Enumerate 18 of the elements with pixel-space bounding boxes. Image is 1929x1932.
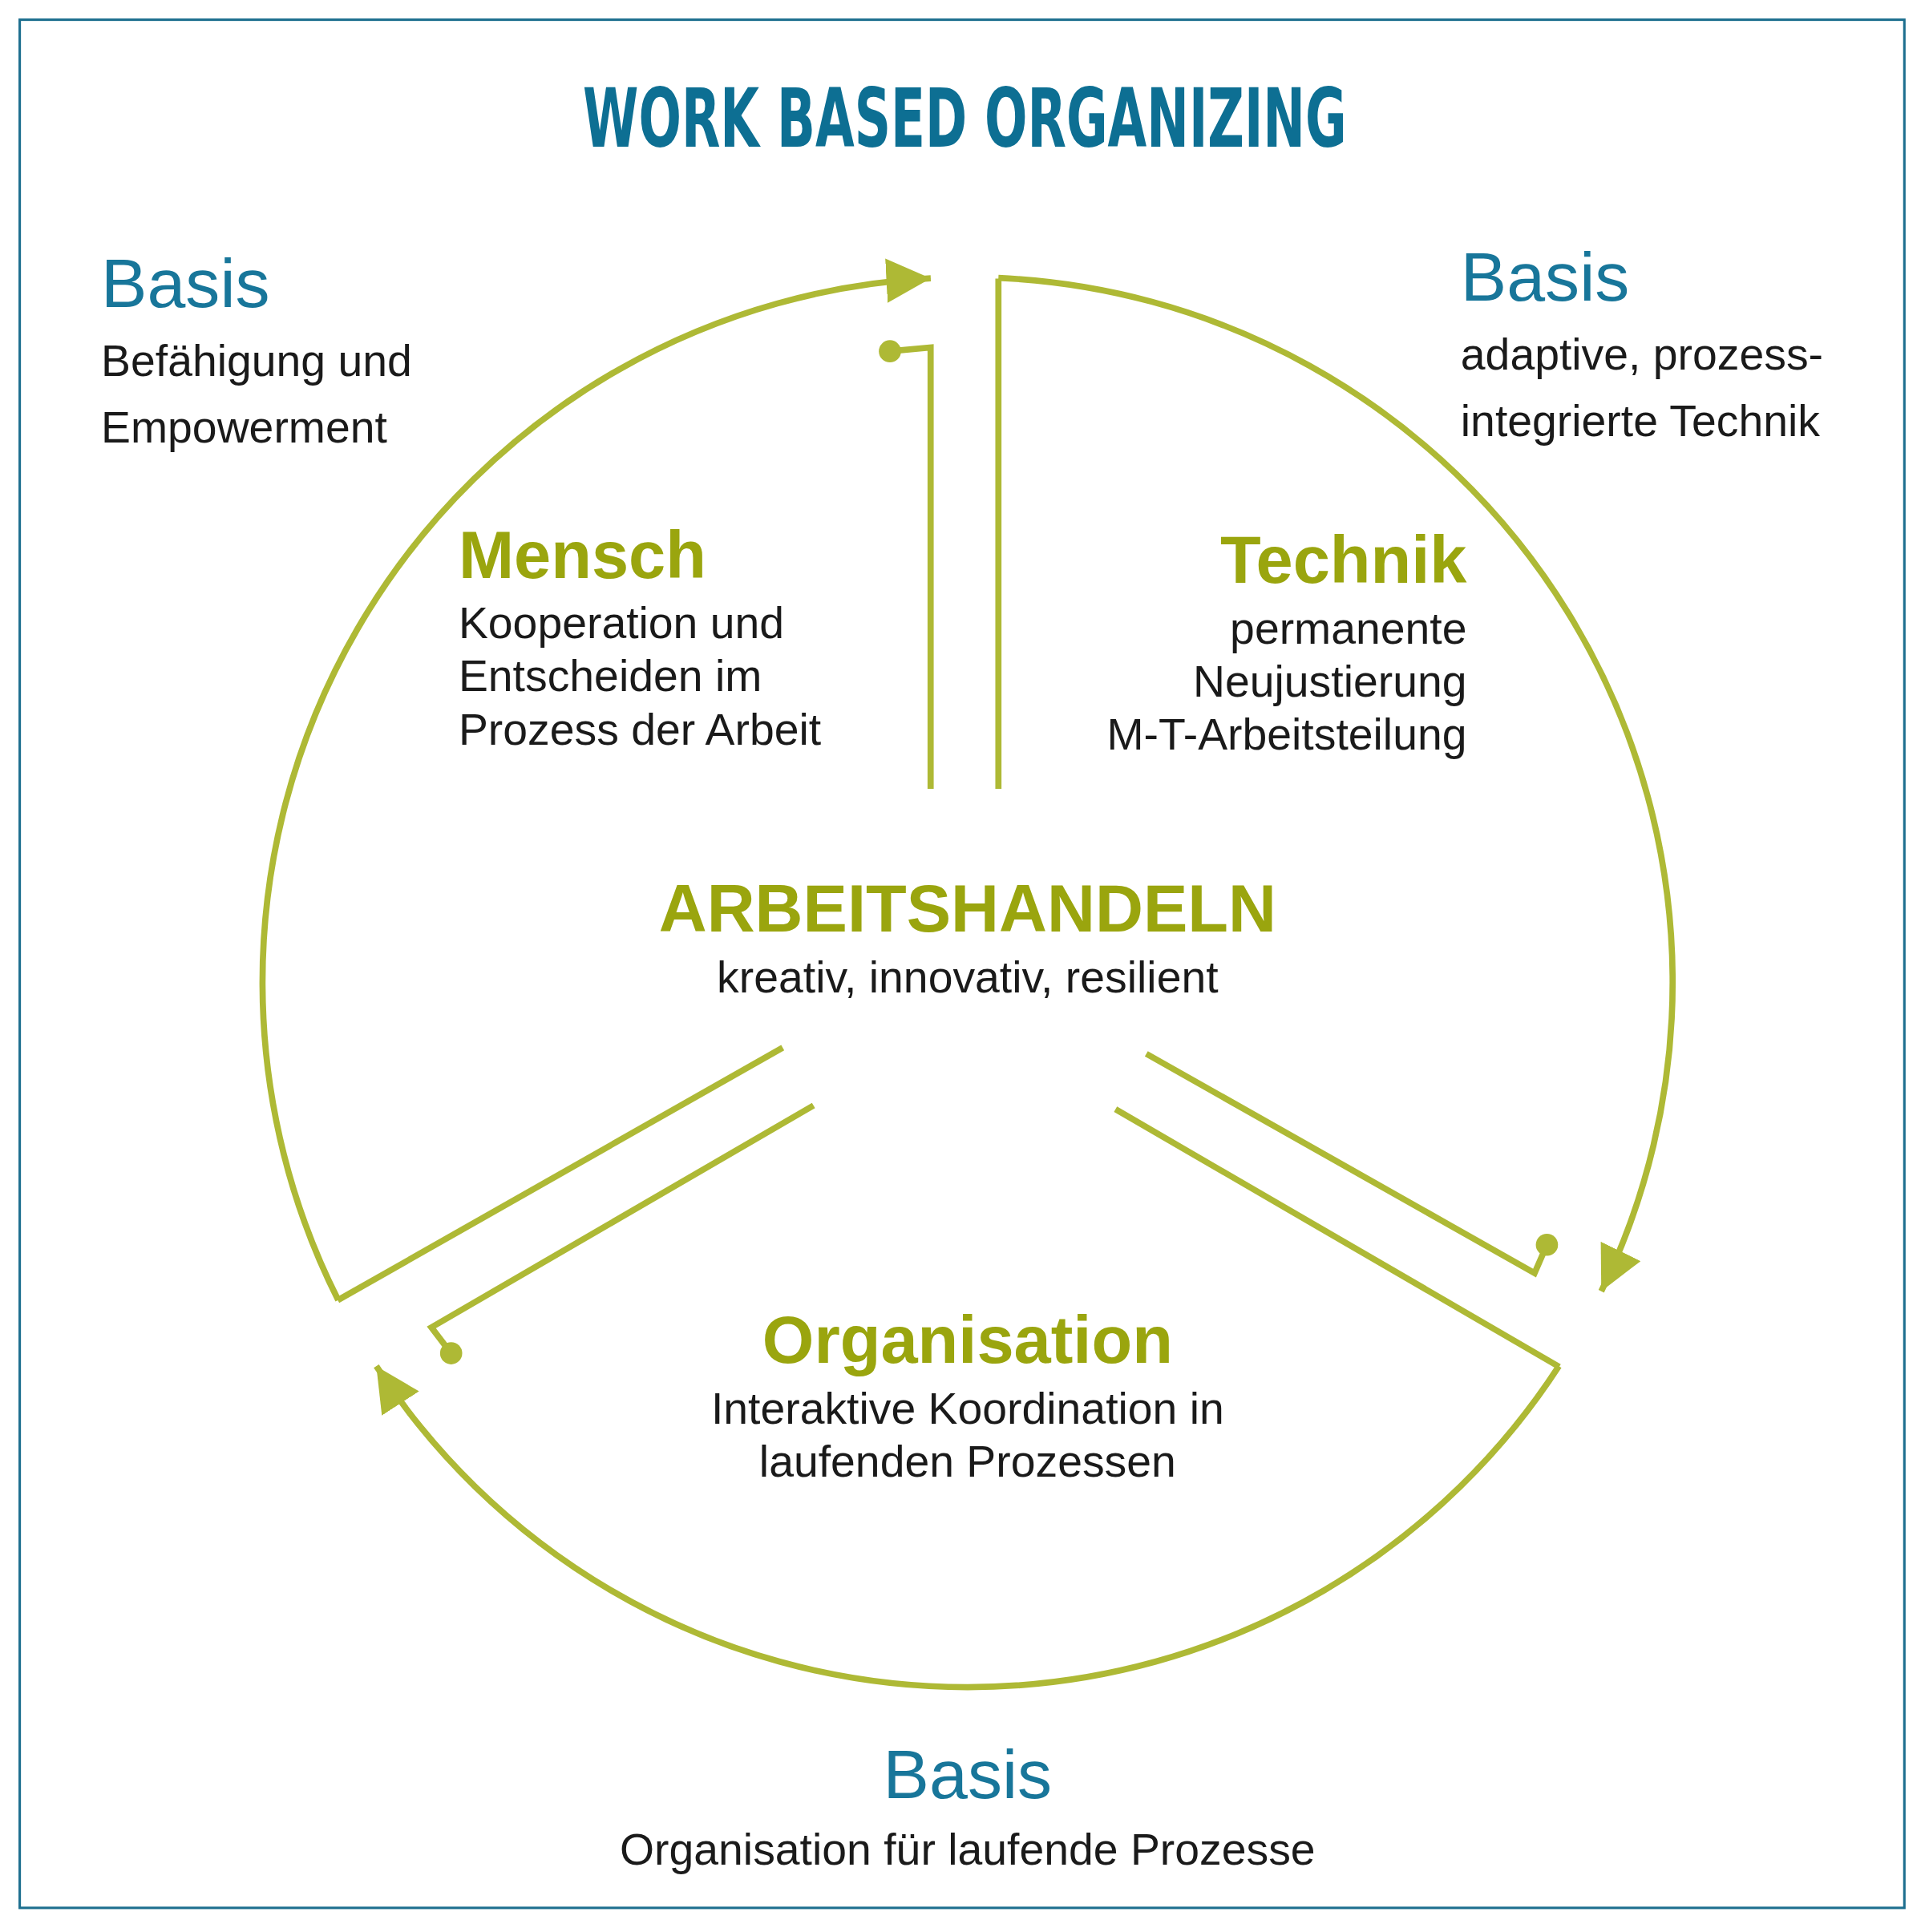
description-text: permanente Neujustierung M-T-Arbeitsteilung [1106, 601, 1467, 761]
description-text: kreativ, innovativ, resilient [716, 950, 1219, 1004]
heading-text: ARBEITSHANDELN [657, 870, 1277, 948]
heading-text: Technik [1219, 521, 1467, 599]
heading-text: Basis [101, 244, 271, 323]
description-text: Interaktive Koordination in laufenden Prozessen [710, 1381, 1225, 1488]
description-text: Kooperation und Entscheiden im Prozess der Arbeit [458, 596, 823, 756]
heading-text: Basis [882, 1735, 1053, 1815]
arrow [997, 274, 1676, 1293]
arrow [260, 261, 932, 1302]
description-text: Befähigung und Empowerment [101, 334, 413, 455]
heading-text: Organisation [761, 1302, 1174, 1379]
heading-text: Basis [1460, 237, 1631, 317]
title-text: WORK BASED ORGANIZING [582, 71, 1347, 167]
arrow [374, 1364, 1562, 1690]
description-text: Organisation für laufende Prozesse [619, 1823, 1316, 1877]
description-text: adaptive, prozess- integrierte Technik [1460, 328, 1825, 448]
heading-text: Mensch [458, 516, 708, 593]
